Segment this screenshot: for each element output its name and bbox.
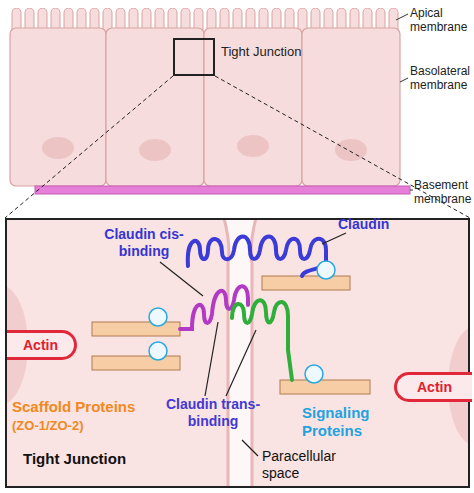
leader-line (410, 190, 413, 191)
inset-panel: Tight JunctionActinActin (5, 218, 470, 488)
nucleus (42, 137, 74, 159)
scaffold-sublabel: (ZO-1/ZO-2) (12, 418, 162, 434)
nucleus (139, 139, 171, 161)
claudin-label: Claudin (338, 216, 418, 233)
scaffold-label: Scaffold Proteins (12, 398, 162, 416)
scaffold-protein (92, 356, 180, 370)
leader-line (322, 233, 346, 244)
leader-line (226, 330, 256, 396)
panel-title: Tight Junction (23, 450, 126, 468)
space-label: Paracellular space (262, 448, 372, 482)
leader-line (205, 322, 218, 396)
epithelial-cell (10, 28, 106, 186)
zoom-box: Tight Junction (173, 38, 215, 76)
epithelial-cell (106, 28, 204, 186)
signaling-protein (305, 365, 323, 383)
membrane-label: Apical membrane (410, 6, 474, 35)
zoom-line (5, 76, 173, 218)
region-label: Tight Junction (221, 44, 301, 60)
leader-line (396, 14, 408, 20)
claudin-label: Claudin cis-binding (98, 226, 190, 260)
signaling-protein (149, 342, 167, 360)
leader-line (242, 440, 258, 456)
basement-membrane-bar (35, 186, 410, 194)
claudin-label: Claudin trans-binding (148, 396, 278, 430)
scaffold-protein (262, 276, 350, 290)
signaling-protein (149, 308, 167, 326)
epithelial-cell (302, 28, 400, 186)
leader-line (160, 262, 203, 296)
inset-art (5, 218, 470, 488)
claudin-strand (180, 286, 248, 329)
actin-label: Actin (417, 379, 452, 396)
epithelial-cell (204, 28, 302, 186)
membrane-label: Basement membrane (414, 178, 474, 207)
actin-filament: Actin (394, 372, 472, 402)
scaffold-protein (280, 380, 370, 394)
actin-label: Actin (23, 337, 58, 354)
signaling-label: Signaling Proteins (302, 404, 412, 440)
membrane-label: Basolateral membrane (410, 64, 474, 93)
claudin-strand (188, 237, 326, 277)
signaling-protein (317, 261, 335, 279)
nucleus (237, 135, 269, 157)
leader-line (400, 78, 408, 82)
cell-cytoplasm (5, 218, 470, 488)
scaffold-protein (92, 322, 180, 336)
actin-filament: Actin (7, 330, 77, 360)
claudin-strand (232, 300, 292, 380)
